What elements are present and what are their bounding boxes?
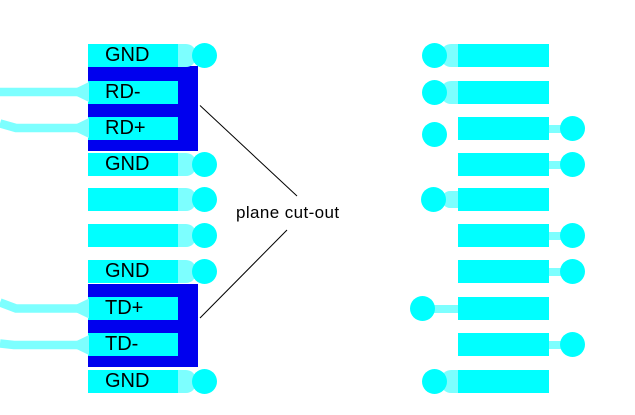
via-stub-trace[interactable] <box>549 124 562 133</box>
via-nc-2[interactable] <box>191 223 217 248</box>
pad-thermal-ext <box>177 370 196 393</box>
pad-row-9[interactable] <box>458 333 549 356</box>
pad-row-1[interactable] <box>458 44 549 67</box>
via-stub-trace[interactable] <box>549 267 562 276</box>
via-stub-trace[interactable] <box>430 304 459 313</box>
callout-label: plane cut-out <box>236 203 340 222</box>
pad-row-4[interactable] <box>458 153 549 176</box>
via-row-9-right[interactable] <box>560 332 585 357</box>
pad-thermal-ext <box>442 191 459 208</box>
via-stub-trace[interactable] <box>549 340 562 349</box>
pad-thermal-ext <box>177 224 196 247</box>
pin-label-gnd-3: GND <box>105 260 150 282</box>
pin-label-gnd-1: GND <box>105 44 150 66</box>
via-stub-trace[interactable] <box>549 231 562 240</box>
via-row-3-left-detached[interactable] <box>422 122 447 147</box>
via-row-1-left[interactable] <box>421 43 447 68</box>
pad-row-5[interactable] <box>458 188 549 211</box>
via-row-6-right[interactable] <box>560 223 585 248</box>
via-stub-trace[interactable] <box>549 160 562 169</box>
pad-row-8[interactable] <box>458 297 549 320</box>
via-row-3-right[interactable] <box>560 116 585 141</box>
pad-nc-1[interactable] <box>88 188 178 211</box>
pad-td-minus[interactable]: TD- <box>88 333 178 356</box>
pin-label-td-plus: TD+ <box>105 297 144 319</box>
pad-gnd-3[interactable]: GND <box>88 260 178 283</box>
pin-label-gnd-4: GND <box>105 370 150 392</box>
via-nc-1[interactable] <box>191 187 217 212</box>
via-gnd-2[interactable] <box>191 152 217 177</box>
via-row-7-right[interactable] <box>560 259 585 284</box>
pad-td-plus[interactable]: TD+ <box>88 297 178 320</box>
callout-line-upper <box>199 105 298 197</box>
pad-thermal-ext <box>177 44 196 67</box>
via-row-10-left[interactable] <box>421 369 447 394</box>
pad-thermal-ext <box>177 188 196 211</box>
via-row-8-left[interactable] <box>410 296 435 321</box>
via-gnd-1[interactable] <box>191 43 217 68</box>
pin-label-gnd-2: GND <box>105 153 150 175</box>
pin-label-rd-plus: RD+ <box>105 117 146 139</box>
via-gnd-4[interactable] <box>191 369 217 394</box>
pad-thermal-ext <box>177 260 196 283</box>
trace-td-minus[interactable] <box>0 339 78 350</box>
trace-td-plus[interactable] <box>0 298 78 313</box>
pad-row-2[interactable] <box>458 81 549 104</box>
pin-label-td-minus: TD- <box>105 333 139 355</box>
trace-rd-plus[interactable] <box>0 119 78 133</box>
pad-row-7[interactable] <box>458 260 549 283</box>
pad-nc-2[interactable] <box>88 224 178 247</box>
pad-gnd-2[interactable]: GND <box>88 153 178 176</box>
pad-rd-minus[interactable]: RD- <box>88 81 178 104</box>
pad-thermal-ext <box>177 153 196 176</box>
via-row-4-right[interactable] <box>560 152 585 177</box>
pad-gnd-4[interactable]: GND <box>88 370 178 393</box>
via-gnd-3[interactable] <box>191 259 217 284</box>
via-row-5-left[interactable] <box>421 187 446 212</box>
pad-row-6[interactable] <box>458 224 549 247</box>
pin-label-rd-minus: RD- <box>105 81 141 103</box>
pad-row-3[interactable] <box>458 117 549 140</box>
pad-row-10[interactable] <box>458 370 549 393</box>
via-row-2-left[interactable] <box>421 80 447 105</box>
pad-gnd-1[interactable]: GND <box>88 44 178 67</box>
pad-rd-plus[interactable]: RD+ <box>88 117 178 140</box>
